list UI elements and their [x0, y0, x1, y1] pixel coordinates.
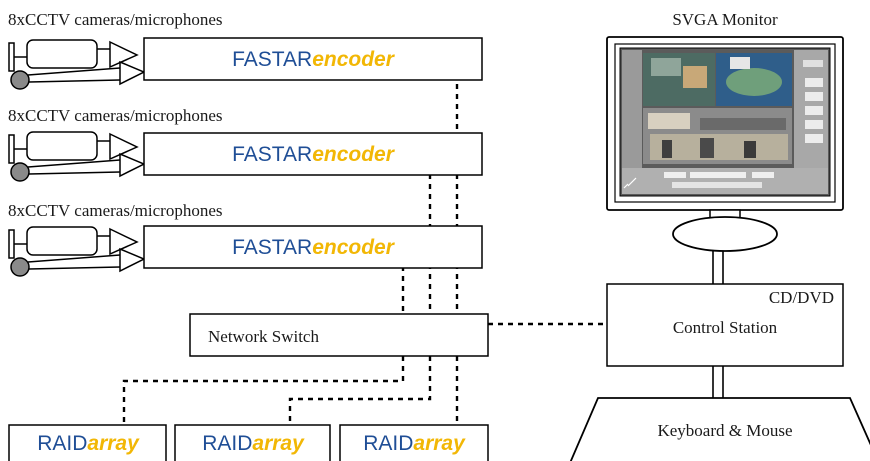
- monitor-label: SVGA Monitor: [672, 10, 778, 29]
- encoder-box-3: [143, 225, 483, 269]
- cctv-camera-icon: [8, 39, 139, 72]
- raid-box-1: [8, 424, 167, 461]
- raid-label-2: RAIDarray: [202, 432, 305, 455]
- microphone-icon: [10, 152, 146, 182]
- raid-array-2: RAIDarray: [174, 424, 331, 461]
- raid-array-1: RAIDarray: [8, 424, 167, 461]
- encoder-label-3: FASTARencoder: [232, 236, 396, 259]
- cd-dvd-label: CD/DVD: [769, 288, 834, 307]
- svga-monitor: SVGA Monitor: [606, 10, 844, 284]
- control-station-box: [606, 283, 844, 367]
- cctv-camera-icon: [8, 131, 139, 164]
- control-station-label: Control Station: [673, 318, 778, 337]
- camera-group-label: 8xCCTV cameras/microphones: [8, 106, 223, 125]
- encoder-label-1: FASTARencoder: [232, 48, 396, 71]
- encoder-box-1: [143, 37, 483, 81]
- microphone-icon: [10, 60, 146, 90]
- keyboard-label: Keyboard & Mouse: [657, 421, 792, 440]
- microphone-icon: [10, 247, 146, 277]
- raid-label-1: RAIDarray: [37, 432, 140, 455]
- keyboard-icon: [569, 397, 870, 461]
- link-switch-raid1: [122, 356, 405, 425]
- camera-group-label: 8xCCTV cameras/microphones: [8, 10, 223, 29]
- raid-array-3: RAIDarray: [339, 424, 489, 461]
- network-switch: Network Switch: [189, 313, 489, 357]
- raid-box-2: [174, 424, 331, 461]
- encoder-label-2: FASTARencoder: [232, 143, 396, 166]
- link-switch-raid2: [288, 356, 432, 425]
- control-station: CD/DVD Control Station: [606, 283, 844, 367]
- camera-group-2: 8xCCTV cameras/microphones FASTARencoder: [8, 106, 483, 182]
- encoder-box-2: [143, 132, 483, 176]
- network-switch-box: [189, 313, 489, 357]
- raid-label-3: RAIDarray: [363, 432, 466, 455]
- camera-group-label: 8xCCTV cameras/microphones: [8, 201, 223, 220]
- keyboard-mouse: Keyboard & Mouse: [569, 397, 870, 461]
- raid-box-3: [339, 424, 489, 461]
- network-switch-label: Network Switch: [208, 327, 319, 346]
- camera-group-1: 8xCCTV cameras/microphones FASTARencoder: [8, 10, 483, 90]
- cctv-camera-icon: [8, 226, 139, 259]
- crt-monitor-icon: [606, 36, 844, 252]
- camera-group-3: 8xCCTV cameras/microphones FASTARencoder: [8, 201, 483, 277]
